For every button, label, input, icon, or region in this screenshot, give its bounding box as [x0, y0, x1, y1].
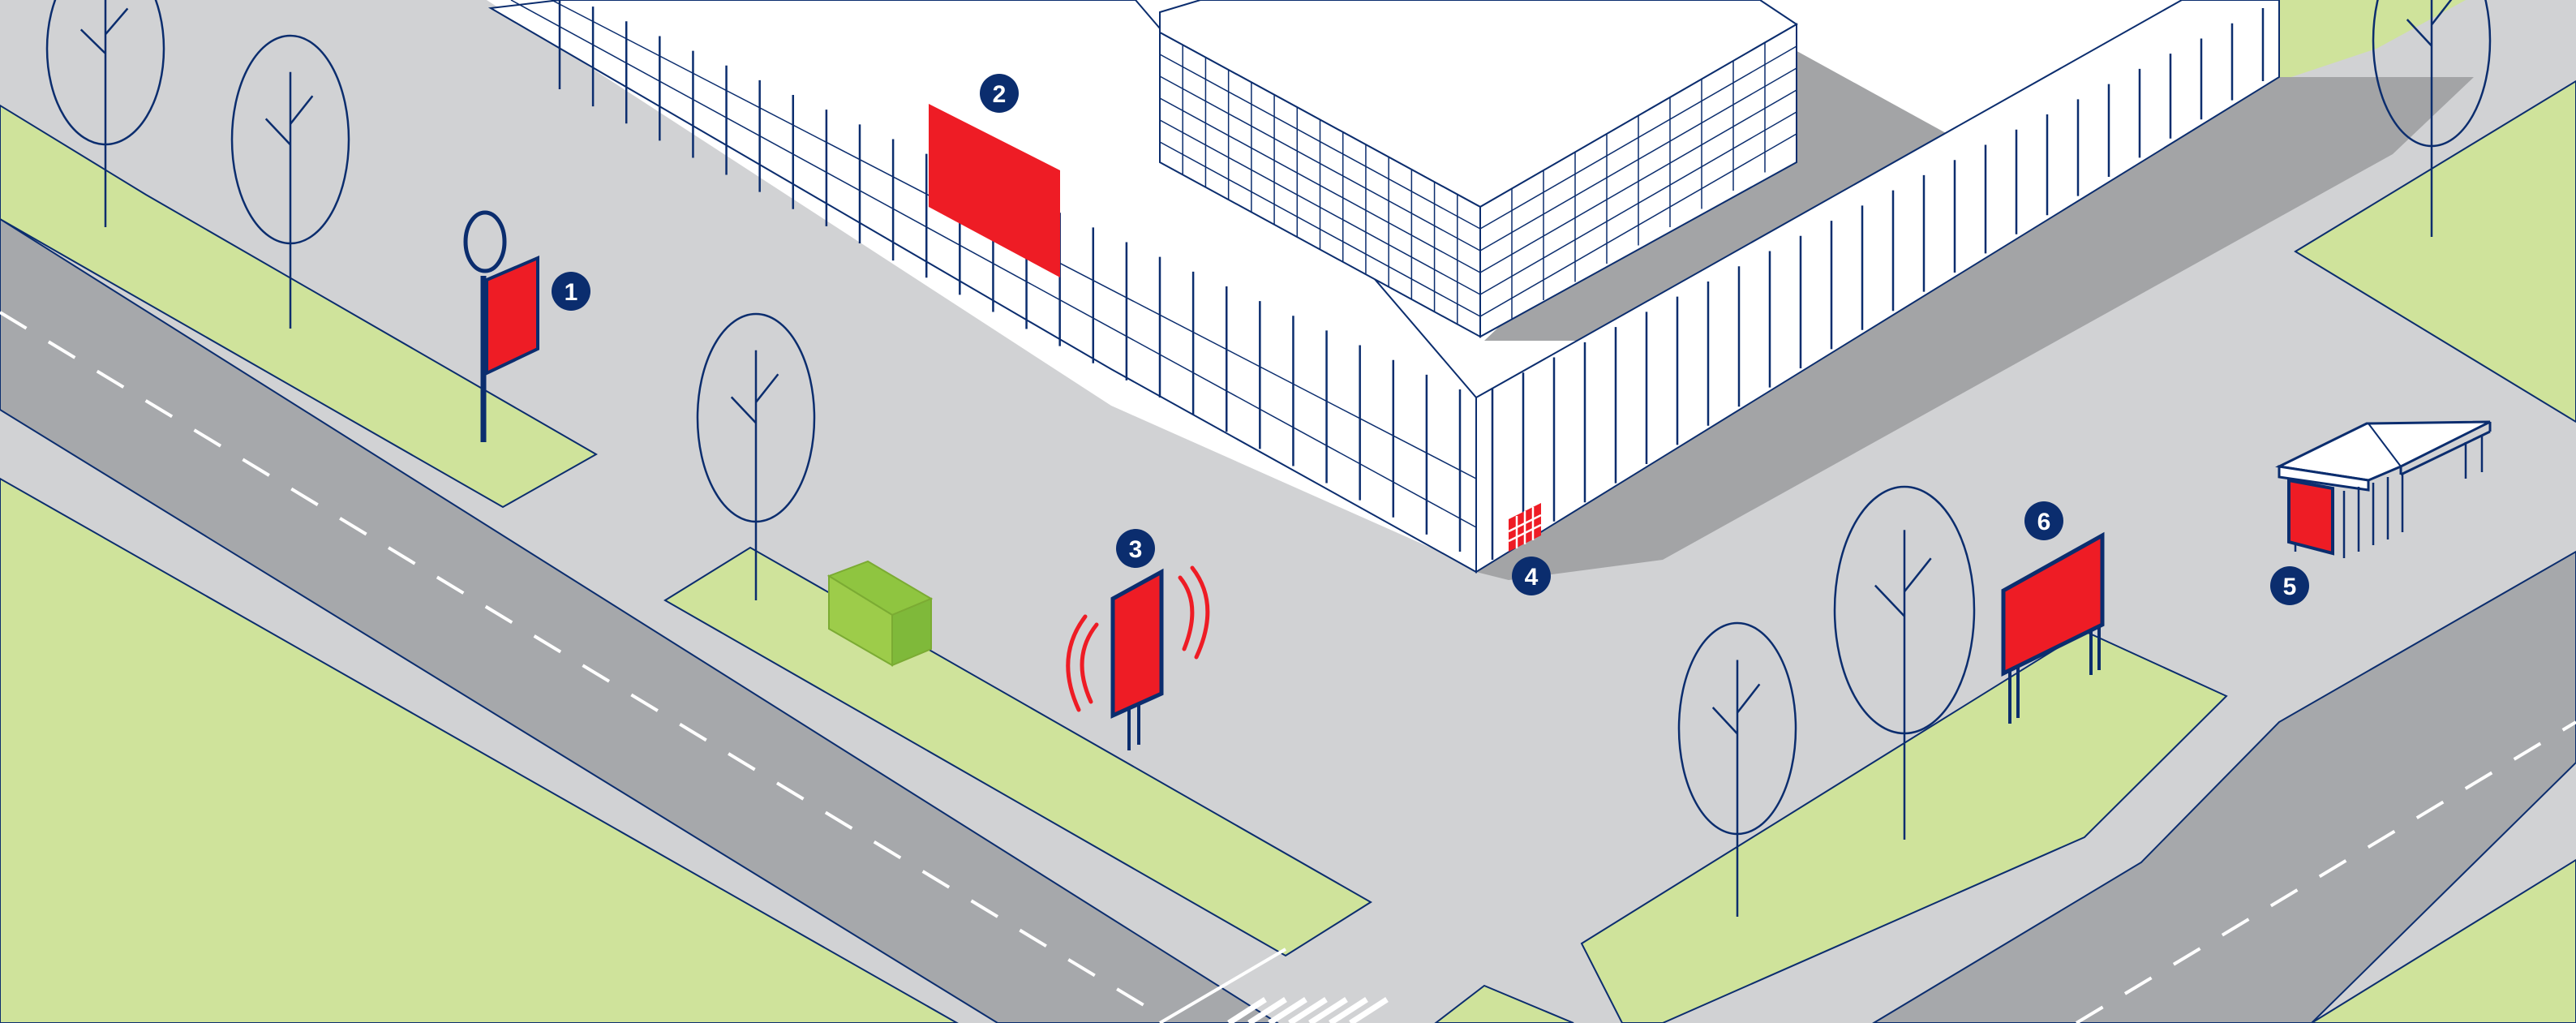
marker-bus-shelter-ad: 5	[2270, 566, 2309, 605]
marker-roadside-billboard: 6	[2024, 501, 2063, 540]
marker-number: 2	[993, 81, 1007, 108]
marker-number: 3	[1129, 536, 1143, 563]
marker-number: 6	[2037, 509, 2051, 535]
marker-digital-signage: 3	[1116, 529, 1155, 568]
marker-number: 5	[2283, 574, 2297, 600]
marker-number: 1	[565, 279, 578, 306]
marker-pole-sign: 1	[552, 272, 590, 311]
marker-wall-display: 4	[1512, 557, 1551, 595]
marker-facade-billboard: 2	[980, 74, 1019, 113]
marker-number: 4	[1525, 564, 1539, 591]
